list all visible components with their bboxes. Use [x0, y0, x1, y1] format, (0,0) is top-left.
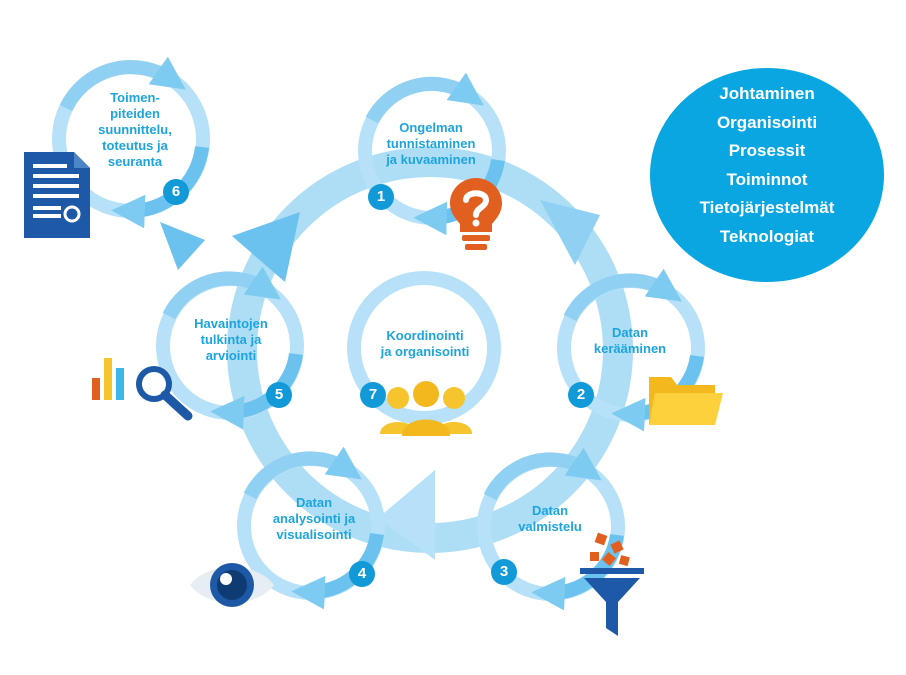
scope-item: Teknologiat: [719, 226, 815, 246]
flow-arrow-1-2: [540, 200, 600, 265]
step-7-number: 7: [360, 382, 386, 408]
flow-arrow-5-6: [232, 212, 300, 282]
main-flow-ring: [160, 147, 633, 560]
folder-icon: [649, 377, 723, 425]
lightbulb-question-icon: [450, 178, 502, 250]
scope-item: Organisointi: [716, 112, 818, 132]
step-6-number: 6: [163, 179, 189, 205]
step-3-label: Datan valmistelu: [518, 503, 582, 534]
cycle-3: [477, 447, 625, 611]
step-1-number: 1: [368, 184, 394, 210]
step-4-number: 4: [349, 561, 375, 587]
step-2-label: Datan kerääminen: [593, 325, 667, 356]
scope-item: Toiminnot: [726, 169, 808, 189]
scope-item: Johtaminen: [719, 84, 815, 103]
step-5-number: 5: [266, 382, 292, 408]
bar-chart-magnifier-icon: [92, 358, 193, 421]
scope-list: Johtaminen Organisointi Prosessit Toimin…: [650, 80, 884, 251]
step-4-label: Datan analysointi ja visualisointi: [272, 495, 356, 542]
step-7-label: Koordinointi ja organisointi: [380, 328, 470, 359]
flow-arrow-3-4: [378, 470, 435, 560]
document-icon: [24, 152, 90, 238]
flow-arrow-to-6: [160, 222, 205, 270]
step-2-number: 2: [568, 382, 594, 408]
eye-icon: [190, 563, 274, 607]
people-group-icon: [380, 381, 472, 436]
step-1-label: Ongelman tunnistaminen ja kuvaaminen: [386, 120, 476, 167]
scope-circle: Johtaminen Organisointi Prosessit Toimin…: [650, 68, 884, 282]
scope-item: Tietojärjestelmät: [699, 198, 835, 217]
scope-item: Prosessit: [728, 141, 806, 160]
step-3-number: 3: [491, 559, 517, 585]
funnel-icon: [580, 532, 644, 636]
step-6-label: Toimen- piteiden suunnittelu, toteutus j…: [98, 90, 172, 169]
cycle-7: [347, 271, 501, 425]
step-5-label: Havaintojen tulkinta ja arviointi: [194, 316, 268, 363]
